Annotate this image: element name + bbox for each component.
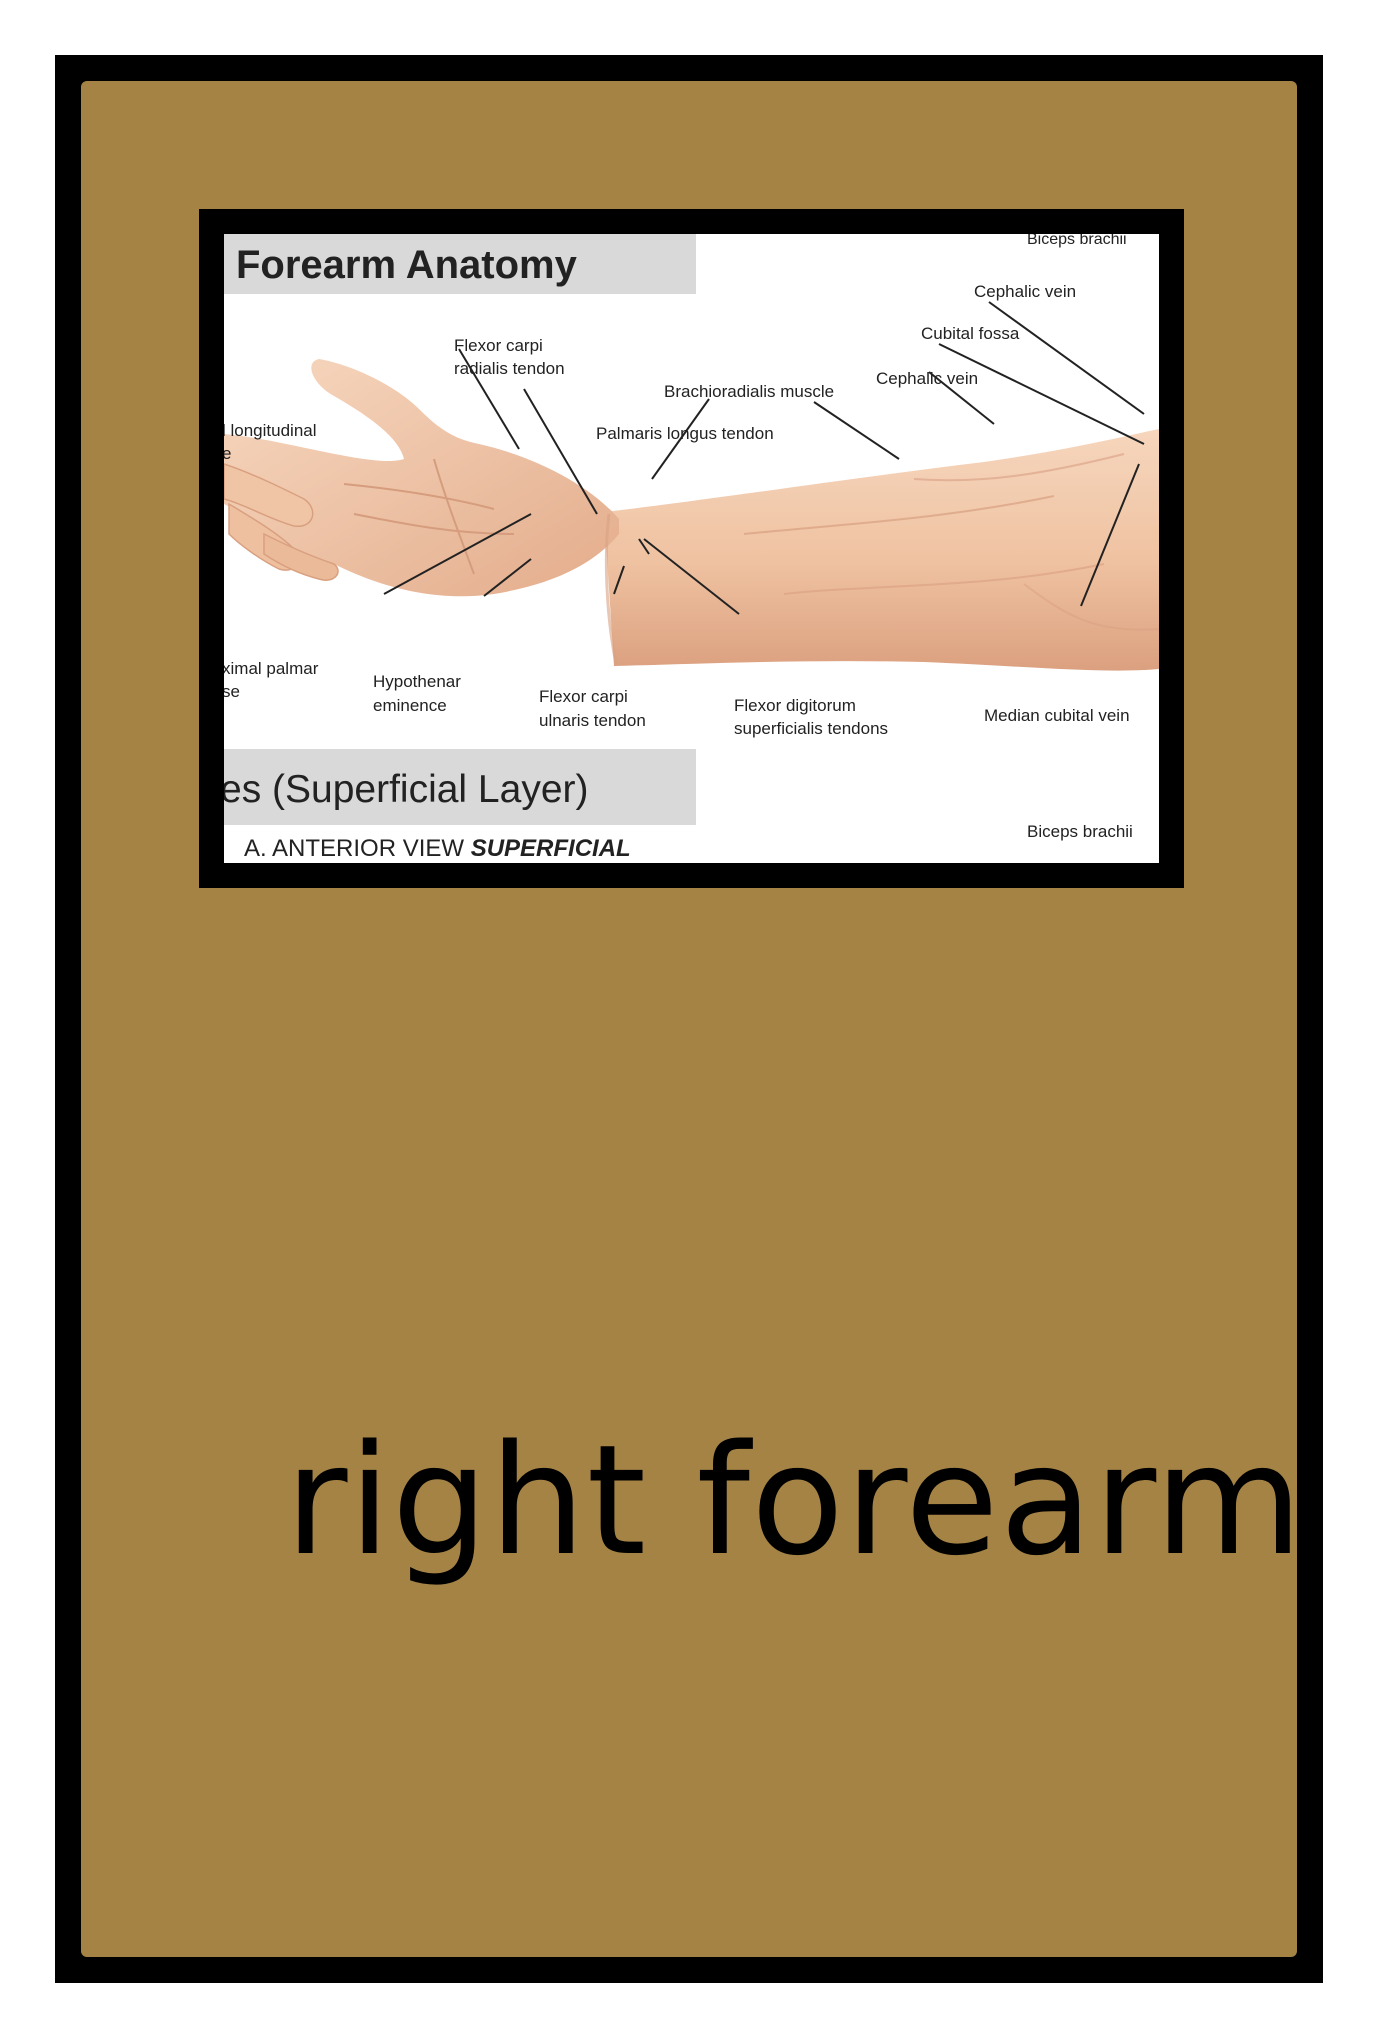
forearm-shape — [604, 429, 1159, 671]
leader-lines — [383, 301, 1145, 615]
vein-line — [743, 495, 1055, 535]
palm-crease — [343, 483, 495, 510]
vein-line — [783, 563, 1105, 595]
label-flexor-carpi-radialis-2: radialis tendon — [454, 359, 565, 378]
palm-crease — [433, 458, 475, 575]
label-biceps-brachii-top: Biceps brachii — [1027, 234, 1127, 248]
vein-line — [1023, 583, 1159, 631]
label-brachioradialis-muscle: Brachioradialis muscle — [664, 382, 834, 401]
label-flexor-digitorum: Flexor digitorum — [734, 696, 856, 715]
vein-line — [913, 453, 1125, 482]
label-hypothenar: Hypothenar — [373, 672, 461, 691]
label-proximal-palmar: ximal palmar — [224, 659, 319, 678]
wrist-shadow — [604, 513, 618, 665]
forearm-anatomy-figure: Forearm Anatomy — [224, 234, 1159, 863]
label-flexor-carpi-ulnaris: Flexor carpi — [539, 687, 628, 706]
title-banner — [224, 234, 696, 294]
subtitle-banner — [224, 749, 696, 825]
label-palmaris-longus-tendon: Palmaris longus tendon — [596, 424, 774, 443]
view-label-emphasis: SUPERFICIAL — [471, 835, 631, 862]
finger-shape — [263, 532, 339, 581]
label-proximal-palmar-2: se — [224, 682, 240, 701]
label-cephalic-vein-lower: Cephalic vein — [876, 369, 978, 388]
figure-title: Forearm Anatomy — [236, 243, 578, 287]
label-median-cubital-vein: Median cubital vein — [984, 706, 1130, 725]
label-flexor-carpi-radialis: Flexor carpi — [454, 336, 543, 355]
finger-shape — [224, 463, 314, 527]
label-longitudinal: l longitudinal — [224, 421, 317, 440]
hand-shape — [224, 359, 619, 597]
figure-subtitle: es (Superficial Layer) — [224, 768, 588, 811]
label-flexor-carpi-ulnaris-2: ulnaris tendon — [539, 711, 646, 730]
forearm-illustration: Forearm Anatomy — [224, 234, 1159, 862]
label-cephalic-vein-upper: Cephalic vein — [974, 282, 1076, 301]
view-label: A. ANTERIOR VIEW SUPERFICIAL — [244, 835, 631, 862]
label-flexor-digitorum-2: superficialis tendons — [734, 719, 888, 738]
figure-frame: Forearm Anatomy — [199, 209, 1184, 888]
label-biceps-brachii-bottom: Biceps brachii — [1027, 822, 1133, 841]
label-cubital-fossa: Cubital fossa — [921, 324, 1020, 343]
label-longitudinal-2: e — [224, 444, 231, 463]
card-word: right forearm — [285, 1412, 1304, 1589]
view-label-prefix: A. ANTERIOR VIEW — [244, 835, 471, 862]
label-hypothenar-2: eminence — [373, 696, 447, 715]
